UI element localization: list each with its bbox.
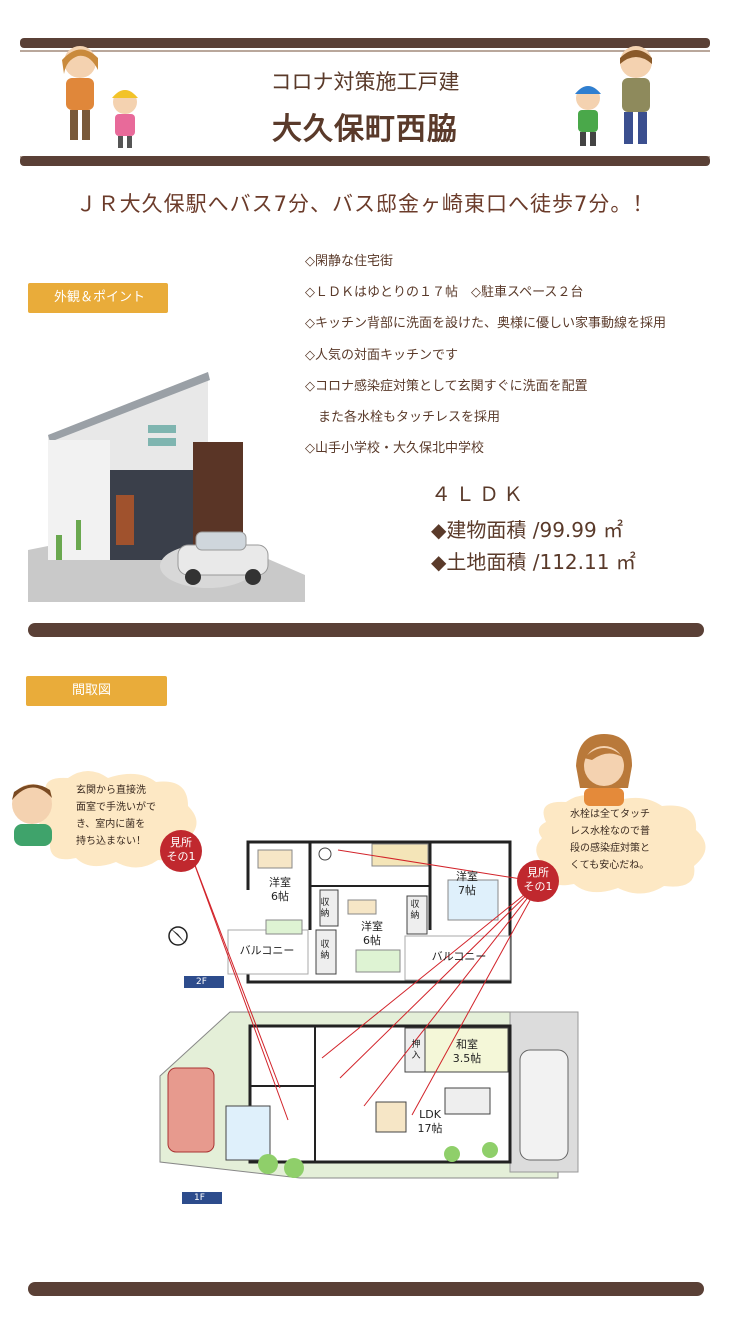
floorplan-section-tag: 間取図 bbox=[26, 676, 167, 706]
compass-icon bbox=[168, 926, 188, 946]
boy-character bbox=[12, 784, 52, 846]
layout-type: ４ＬＤＫ bbox=[431, 482, 527, 506]
balcony-label: バルコニー bbox=[239, 944, 295, 957]
girl-character bbox=[576, 734, 632, 806]
badge-line: その1 bbox=[166, 850, 196, 863]
storage-label: 収納 bbox=[320, 940, 330, 961]
room-label-2f-c: 洋室 7帖 bbox=[449, 870, 485, 898]
footer-divider bbox=[28, 1282, 704, 1296]
highlight-badge-left: 見所 その1 bbox=[160, 830, 202, 872]
badge-line: 見所 bbox=[170, 836, 192, 849]
storage-label: 収納 bbox=[320, 898, 330, 919]
header-subtitle: コロナ対策施工戸建 bbox=[270, 70, 460, 94]
room-label-2f-a: 洋室 6帖 bbox=[262, 876, 298, 904]
room-size: 6帖 bbox=[271, 890, 289, 903]
speech-bubble-right bbox=[536, 795, 706, 894]
room-size: 6帖 bbox=[363, 934, 381, 947]
access-headline: ＪＲ大久保駅へバス7分、バス邸金ヶ崎東口へ徒歩7分。！ bbox=[75, 192, 655, 216]
header-bottom-bar bbox=[20, 156, 710, 166]
room-name: LDK bbox=[419, 1108, 441, 1121]
point-item: ◇ＬＤＫはゆとりの１７帖 ◇駐車スペース２台 bbox=[305, 285, 584, 300]
bubble-line: 玄関から直接洗 bbox=[76, 785, 146, 796]
bubble-line: くても安心だね。 bbox=[570, 860, 650, 871]
room-name: 洋室 bbox=[456, 870, 478, 883]
land-area: ◆土地面積 /112.11 ㎡ bbox=[431, 550, 636, 574]
bubble-line: 面室で手洗いがで bbox=[76, 802, 156, 813]
point-item: ◇人気の対面キッチンです bbox=[305, 348, 458, 363]
bubble-line: 段の感染症対策と bbox=[570, 843, 650, 854]
highlight-badge-right: 見所 その1 bbox=[517, 860, 559, 902]
house-exterior-image bbox=[28, 370, 305, 602]
point-item: ◇キッチン背部に洗面を設けた、奥様に優しい家事動線を採用 bbox=[305, 316, 666, 331]
oshiire-label: 押入 bbox=[411, 1040, 421, 1061]
floor1-tag: 1F bbox=[182, 1192, 222, 1204]
room-size: 7帖 bbox=[458, 884, 476, 897]
bubble-line: レス水栓なので普 bbox=[570, 826, 650, 837]
floor1-plan bbox=[159, 1011, 579, 1179]
bubble-line: 水栓は全てタッチ bbox=[570, 809, 650, 820]
children-illustration-left bbox=[62, 46, 138, 148]
room-name: 洋室 bbox=[361, 920, 383, 933]
page-title: 大久保町西脇 bbox=[272, 112, 458, 147]
balcony-label: バルコニー bbox=[431, 950, 487, 963]
floorplan-drawing bbox=[159, 840, 579, 1179]
room-size: 3.5帖 bbox=[452, 1052, 482, 1065]
storage-label: 収納 bbox=[410, 900, 420, 921]
children-illustration-right bbox=[575, 46, 652, 146]
point-item: ◇コロナ感染症対策として玄関すぐに洗面を配置 bbox=[305, 379, 588, 394]
bubble-line: 持ち込まない！ bbox=[76, 836, 146, 847]
point-item: ◇山手小学校・大久保北中学校 bbox=[305, 441, 484, 456]
top-bar bbox=[20, 38, 710, 48]
floor2-plan bbox=[227, 840, 512, 984]
building-area: ◆建物面積 /99.99 ㎡ bbox=[431, 518, 624, 542]
bubble-text-left: 玄関から直接洗 面室で手洗いがで き、室内に菌を 持ち込まない！ bbox=[76, 782, 156, 850]
room-label-ldk: LDK 17帖 bbox=[410, 1108, 450, 1136]
exterior-section-tag: 外観＆ポイント bbox=[28, 283, 168, 313]
room-label-2f-b: 洋室 6帖 bbox=[354, 920, 390, 948]
badge-line: その1 bbox=[523, 880, 553, 893]
floor2-tag: 2F bbox=[184, 976, 224, 988]
point-item: また各水栓もタッチレスを採用 bbox=[305, 410, 501, 425]
speech-bubble-left bbox=[39, 771, 197, 868]
badge-line: 見所 bbox=[527, 866, 549, 879]
room-size: 17帖 bbox=[417, 1122, 443, 1135]
room-label-washitsu: 和室 3.5帖 bbox=[442, 1038, 492, 1066]
room-name: 洋室 bbox=[269, 876, 291, 889]
bubble-text-right: 水栓は全てタッチ レス水栓なので普 段の感染症対策と くても安心だね。 bbox=[570, 806, 650, 874]
bubble-line: き、室内に菌を bbox=[76, 819, 146, 830]
point-item: ◇閑静な住宅街 bbox=[305, 254, 393, 269]
room-name: 和室 bbox=[456, 1038, 478, 1051]
section-divider bbox=[28, 623, 704, 637]
